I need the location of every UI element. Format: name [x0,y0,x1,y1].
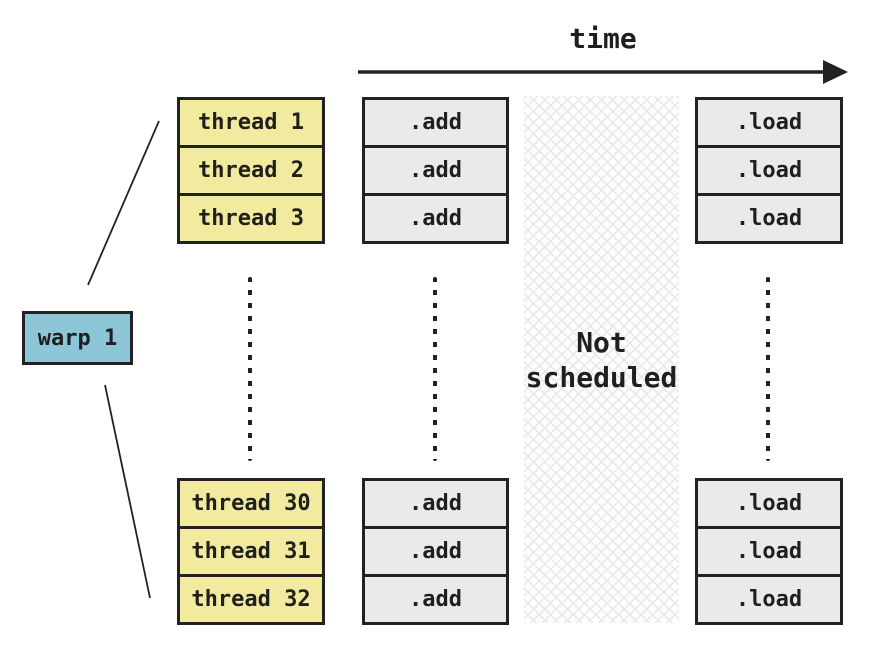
load-op-box: .load [695,478,843,529]
add-op-box: .add [362,478,509,529]
warp-to-top-threads-line [87,120,160,286]
add-op-box: .add [362,97,509,148]
load-column-dots [766,277,770,461]
not-scheduled-line2: scheduled [525,360,678,394]
thread-column-dots [248,277,252,461]
warp-to-bottom-threads-line [104,384,151,599]
thread-box-3: thread 3 [177,193,325,244]
top-add-stack: .add .add .add [362,97,509,244]
thread-box-30: thread 30 [177,478,325,529]
thread-box-31: thread 31 [177,526,325,577]
load-op-box: .load [695,193,843,244]
not-scheduled-label: Not scheduled [526,325,678,395]
add-op-box: .add [362,526,509,577]
bottom-add-stack: .add .add .add [362,478,509,625]
bottom-load-stack: .load .load .load [695,478,843,625]
thread-box-1: thread 1 [177,97,325,148]
warp-box: warp 1 [22,311,133,365]
not-scheduled-region: Not scheduled [524,96,679,623]
add-column-dots [433,277,437,461]
thread-box-32: thread 32 [177,574,325,625]
load-op-box: .load [695,97,843,148]
load-op-box: .load [695,574,843,625]
bottom-thread-stack: thread 30 thread 31 thread 32 [177,478,325,625]
thread-box-2: thread 2 [177,145,325,196]
time-axis-label: time [569,22,637,55]
top-load-stack: .load .load .load [695,97,843,244]
time-arrow-head-icon [823,60,848,84]
add-op-box: .add [362,193,509,244]
load-op-box: .load [695,145,843,196]
top-thread-stack: thread 1 thread 2 thread 3 [177,97,325,244]
load-op-box: .load [695,526,843,577]
add-op-box: .add [362,145,509,196]
not-scheduled-line1: Not [576,325,627,359]
add-op-box: .add [362,574,509,625]
